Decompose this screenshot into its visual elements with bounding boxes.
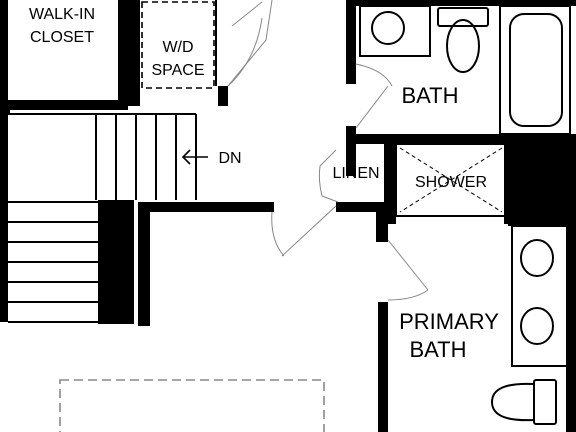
- washer-dryer-space: [141, 1, 215, 89]
- label-closet: CLOSET: [30, 29, 94, 46]
- stairs: [8, 113, 197, 303]
- door-bath: [355, 85, 389, 129]
- wall-bath-left-lower: [346, 126, 356, 176]
- wall-closet-bottom-stub: [0, 106, 10, 114]
- label-linen: LINEN: [332, 165, 379, 182]
- primary-bath-fixtures: [490, 225, 569, 425]
- wall-laundry-left: [126, 0, 140, 106]
- label-space: SPACE: [151, 62, 204, 79]
- door-laundry-bifold-2: [227, 17, 263, 87]
- wall-laundry-right-lower: [218, 86, 228, 106]
- bath-toilet-bowl: [446, 19, 480, 73]
- wall-closet-bottom: [0, 100, 126, 110]
- door-bath-arc: [355, 63, 393, 87]
- wall-closet-right: [118, 0, 128, 110]
- label-shower: SHOWER: [415, 174, 487, 191]
- bath-tub-inner: [509, 13, 563, 127]
- wall-hall-lower: [138, 202, 274, 212]
- thin-walls: [8, 0, 217, 323]
- bath-tub: [499, 5, 571, 135]
- wall-stair-landing-left: [0, 114, 8, 322]
- label-bath: BATH: [401, 83, 458, 108]
- arrow-left-icon: [181, 149, 208, 165]
- wall-closet-left: [0, 0, 8, 108]
- label-primary: PRIMARY: [399, 309, 499, 334]
- door-laundry-bifold: [227, 0, 273, 87]
- wall-primary-vanity-top: [508, 212, 576, 226]
- door-linen: [318, 149, 339, 203]
- wall-stair-newel: [98, 200, 134, 324]
- label-wd: W/D: [162, 39, 193, 56]
- label-walk-in: WALK-IN: [29, 6, 95, 23]
- label-dn: DN: [218, 150, 241, 167]
- wall-primary-right: [566, 144, 576, 432]
- door-hall-arc: [271, 211, 285, 257]
- door-hall: [281, 205, 337, 257]
- primary-vanity: [511, 225, 569, 367]
- bath-toilet-tank: [437, 7, 489, 27]
- primary-sink-2: [520, 307, 554, 345]
- wall-primary-left-top: [376, 206, 388, 242]
- shower-enclosure: [395, 143, 507, 217]
- door-primary: [387, 239, 429, 291]
- wall-bath-bottom: [346, 134, 576, 144]
- wall-bath-top-right: [346, 0, 576, 6]
- wall-linen-right: [384, 134, 396, 224]
- door-laundry-bifold-3: [231, 1, 263, 27]
- primary-toilet-tank: [533, 379, 557, 425]
- wall-bath-left: [346, 0, 356, 84]
- room-labels: WALK-IN CLOSET W/D SPACE BATH DN LINEN S…: [29, 6, 499, 362]
- primary-toilet-bowl: [490, 382, 535, 422]
- bath-sink-bowl: [371, 11, 405, 45]
- door-swings: [227, 0, 429, 301]
- door-primary-arc: [387, 289, 429, 301]
- wall-shower-right: [504, 134, 576, 224]
- dashed-outline: [59, 379, 325, 432]
- primary-sink-1: [520, 239, 554, 277]
- shower-glass: [399, 147, 503, 213]
- label-primary-bath: BATH: [409, 337, 466, 362]
- wall-primary-left: [378, 302, 388, 432]
- bath-sink-counter: [359, 5, 431, 57]
- bath-fixtures: [359, 5, 571, 135]
- wall-hall-upper-short: [138, 202, 150, 326]
- wall-linen-bottom: [336, 202, 392, 212]
- shower-glass: [399, 147, 503, 213]
- shower: [395, 143, 507, 217]
